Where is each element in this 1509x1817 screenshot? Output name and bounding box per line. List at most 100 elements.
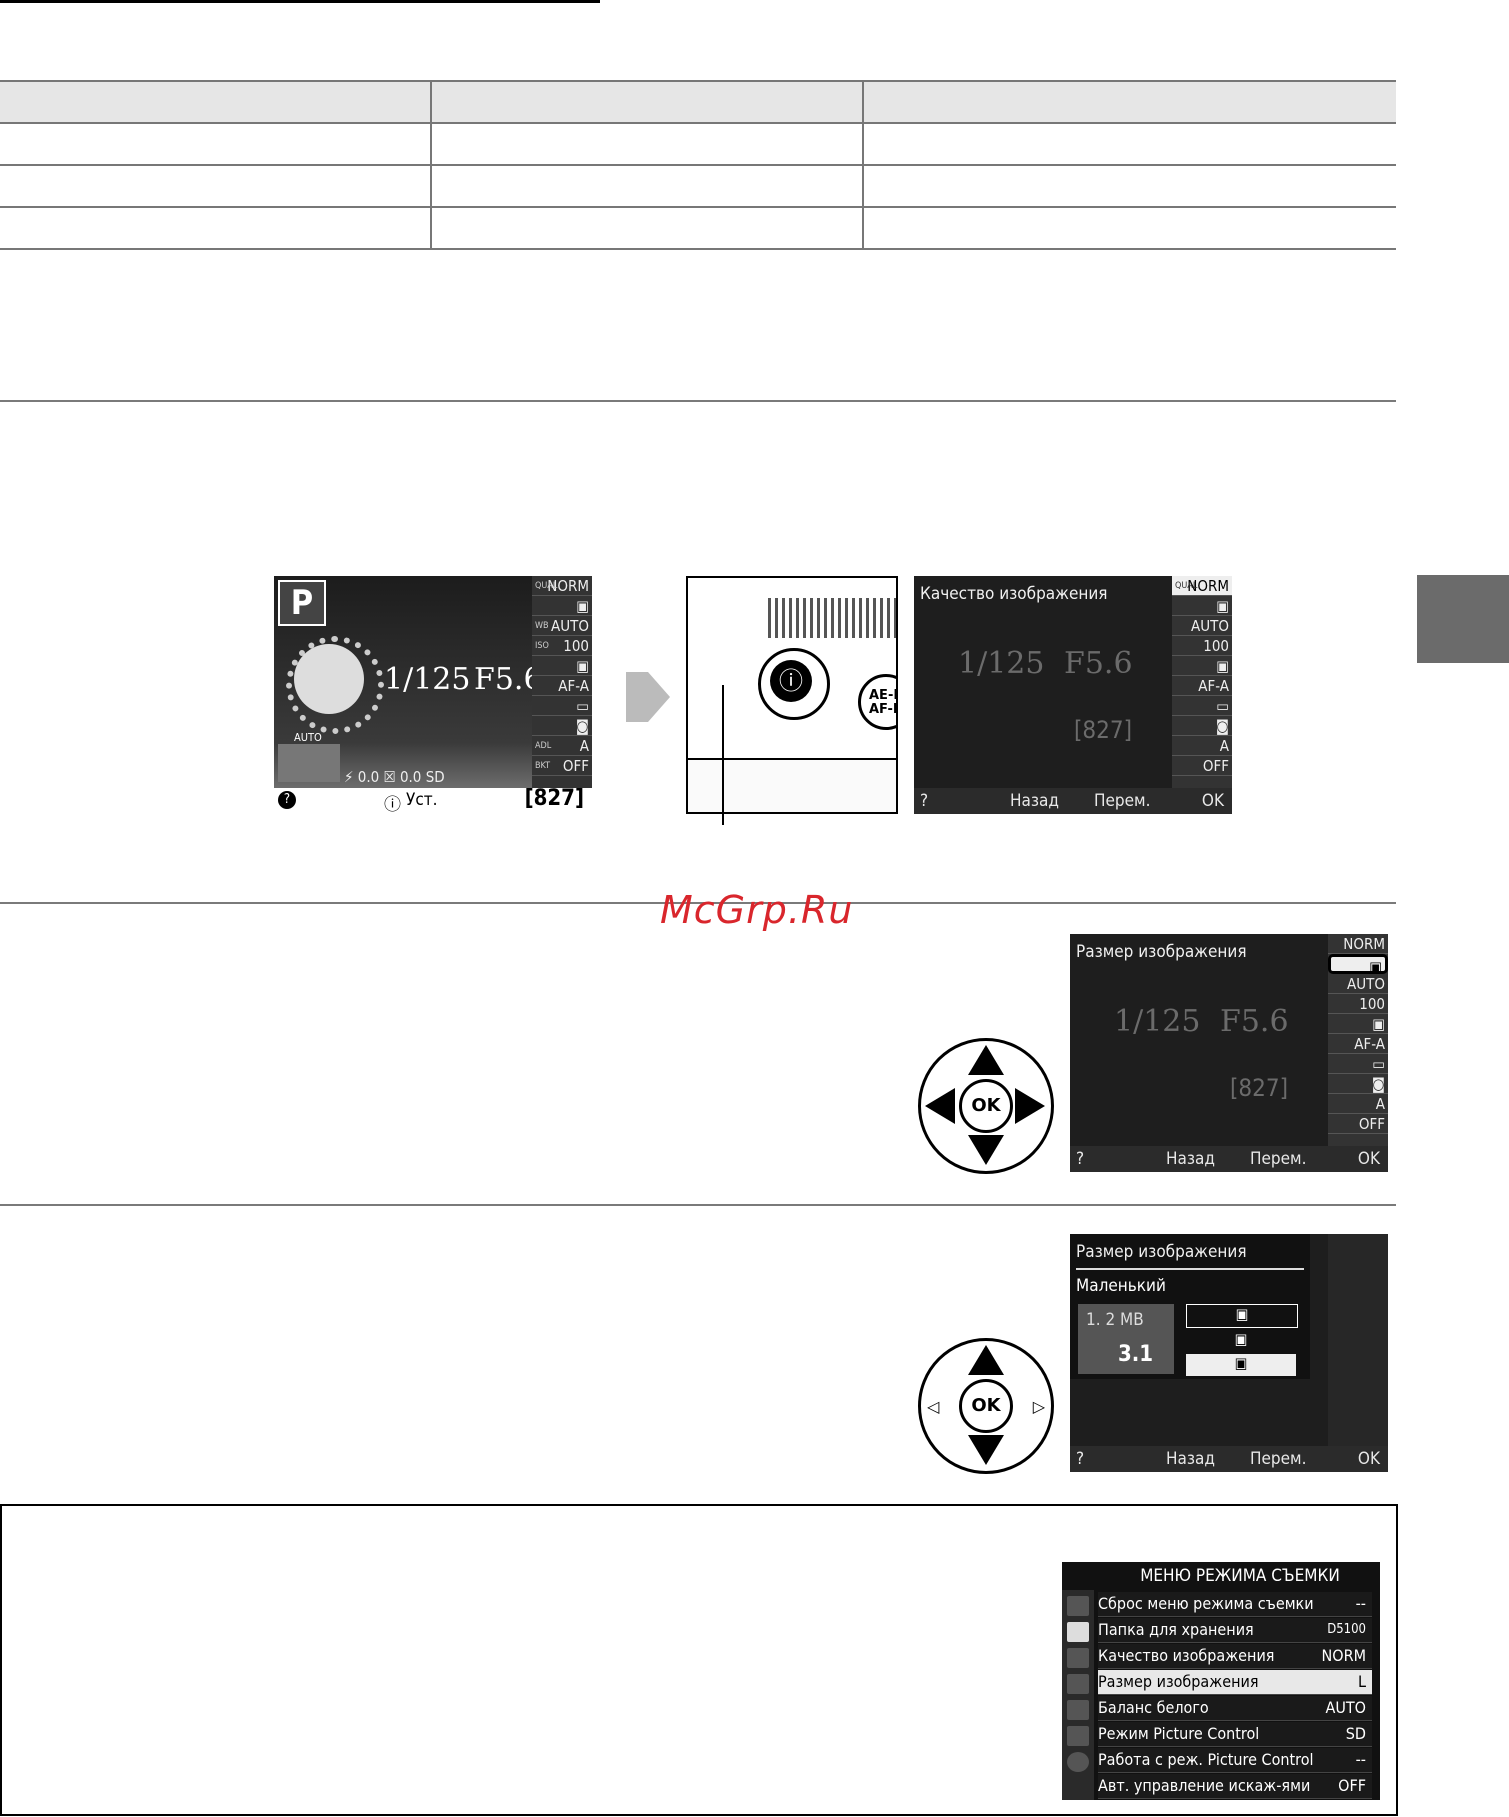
callout-line xyxy=(722,685,724,825)
release-mode-icon: ▣ xyxy=(1172,656,1232,676)
size-menu-screen: Размер изображения 1/125 F5.6 [827] NORM… xyxy=(1070,934,1388,1172)
ael-afl-button: AE-LAF-L xyxy=(858,674,896,730)
menu-item-value: L xyxy=(1357,1672,1366,1691)
bkt-cell: OFF xyxy=(1172,756,1232,776)
frame-count: [827] xyxy=(1074,716,1133,744)
menu-side-panel xyxy=(1328,1234,1388,1446)
flash-comp-value: 0.0 xyxy=(357,768,380,786)
menu-item-value: AUTO xyxy=(1325,1698,1367,1717)
menu-item-reset[interactable]: Сброс меню режима съемки -- xyxy=(1098,1592,1372,1617)
size-popup: Размер изображения Маленький 1. 2 MB 3.1… xyxy=(1070,1234,1310,1379)
menu-item-manage-picture-control[interactable]: Работа с реж. Picture Control-- xyxy=(1098,1748,1372,1773)
camera-tab-icon[interactable] xyxy=(1067,1622,1089,1642)
ok-button: OK xyxy=(959,1379,1013,1433)
menu-item-value: D5100 xyxy=(1327,1622,1366,1637)
auto-area-label: AUTO xyxy=(294,731,322,744)
menu-item-label: Режим Picture Control xyxy=(1098,1724,1260,1743)
shutter-speed: 1/125 xyxy=(958,646,1045,681)
remaining-count: 3.1 xyxy=(1118,1342,1154,1367)
aperture-value: F5.6 xyxy=(1220,1004,1289,1039)
playback-tab-icon[interactable] xyxy=(1067,1596,1089,1616)
size-icon: ▣ xyxy=(532,596,592,616)
af-area-icon: ▭ xyxy=(1328,1054,1388,1074)
menu-item-value: NORM xyxy=(1321,1646,1366,1665)
help-icon: ? xyxy=(1076,1449,1085,1469)
spec-table xyxy=(0,80,1396,250)
mode-p-icon: P xyxy=(278,580,326,626)
menu-item-value: -- xyxy=(1355,1594,1366,1613)
pencil-tab-icon[interactable] xyxy=(1067,1648,1089,1668)
up-arrow-icon xyxy=(968,1345,1004,1375)
help-icon: ? xyxy=(920,791,929,811)
screen-title: Качество изображения xyxy=(920,584,1108,604)
flash-comp-icon: ⚡ xyxy=(344,768,354,786)
exp-comp-value: 0.0 xyxy=(399,768,422,786)
menu-item-size[interactable]: Размер изображения L xyxy=(1098,1670,1372,1695)
header-rule xyxy=(0,0,600,3)
set-label: Уст. xyxy=(406,790,438,810)
af-mode-cell: AF-A xyxy=(1172,676,1232,696)
camera-back-panel xyxy=(688,758,896,812)
screen-title: Размер изображения xyxy=(1076,942,1247,962)
back-label: Назад xyxy=(1010,791,1059,811)
info-button-icon: ⓘ xyxy=(384,795,401,814)
table-row xyxy=(0,207,1396,250)
right-arrow-icon xyxy=(1015,1088,1045,1124)
menu-item-quality[interactable]: Качество изображения NORM xyxy=(1098,1644,1372,1669)
watermark: McGrp.Ru xyxy=(660,888,854,932)
retouch-tab-icon[interactable] xyxy=(1067,1700,1089,1720)
help-icon[interactable] xyxy=(1067,1752,1089,1772)
left-arrow-outline-icon: ◁ xyxy=(927,1397,940,1416)
table-header-row xyxy=(0,80,1396,124)
info-button-icon: ⓘ xyxy=(770,660,812,702)
size-cell-selected: ▣ xyxy=(1328,954,1388,976)
title-rule xyxy=(1076,1268,1304,1270)
shooting-menu-screen: МЕНЮ РЕЖИМА СЪЕМКИ Сброс меню режима съе… xyxy=(1062,1562,1380,1800)
size-option-large[interactable]: ▣ xyxy=(1186,1304,1298,1328)
aperture-circle-icon xyxy=(294,644,364,714)
section-divider xyxy=(0,1204,1396,1206)
menu-item-label: Сброс меню режима съемки xyxy=(1098,1594,1314,1613)
af-mode-cell: AF-A xyxy=(1328,1034,1388,1054)
section-divider xyxy=(0,400,1396,402)
adl-cell: A xyxy=(1172,736,1232,756)
info-button-ring xyxy=(758,648,830,720)
down-arrow-icon xyxy=(968,1435,1004,1465)
camera-illustration: ⓘ AE-LAF-L xyxy=(686,576,898,814)
size-option-small[interactable]: ▣ xyxy=(1186,1354,1296,1376)
ok-button: OK xyxy=(959,1079,1013,1133)
wb-cell: AUTO xyxy=(1328,974,1388,994)
menu-item-label: Качество изображения xyxy=(1098,1646,1275,1665)
menu-tabs xyxy=(1062,1590,1094,1800)
note-box xyxy=(0,1504,1398,1816)
ok-label: OK xyxy=(1201,791,1224,811)
recent-settings-tab-icon[interactable] xyxy=(1067,1726,1089,1746)
aperture-value: F5.6 xyxy=(474,662,543,697)
size-option-medium[interactable]: ▣ xyxy=(1234,1330,1248,1348)
move-label: Перем. xyxy=(1250,1149,1307,1169)
left-arrow-icon xyxy=(925,1088,955,1124)
menu-item-value: OFF xyxy=(1338,1776,1366,1795)
menu-item-label: Работа с реж. Picture Control xyxy=(1098,1750,1314,1769)
back-label: Назад xyxy=(1166,1449,1215,1469)
wb-cell: AUTO xyxy=(1172,616,1232,636)
wrench-tab-icon[interactable] xyxy=(1067,1674,1089,1694)
release-mode-icon: ▣ xyxy=(1328,1014,1388,1034)
menu-bottom-bar: ? Назад Перем. OK xyxy=(1070,1446,1388,1472)
exp-comp-icon: ☒ xyxy=(383,768,396,786)
shutter-dial-icon xyxy=(286,636,384,734)
menu-item-label: Размер изображения xyxy=(1098,1672,1259,1691)
table-row xyxy=(0,165,1396,208)
move-label: Перем. xyxy=(1094,791,1151,811)
